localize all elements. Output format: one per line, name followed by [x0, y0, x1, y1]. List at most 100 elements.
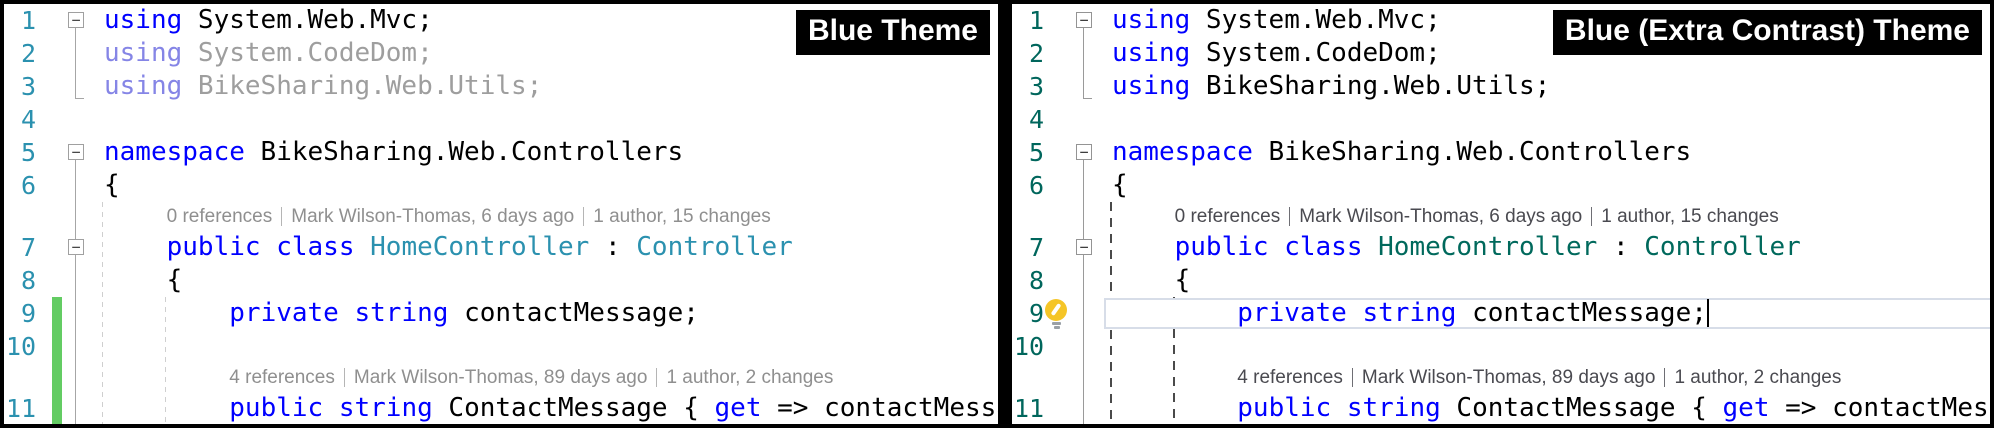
line-number: 8: [20, 266, 36, 295]
code-line[interactable]: namespace BikeSharing.Web.Controllers: [1112, 136, 1691, 169]
codelens-segment[interactable]: 1 author, 15 changes: [593, 205, 771, 227]
line-number: 4: [1028, 105, 1044, 134]
line-number: 9: [20, 299, 36, 328]
line-number: 5: [20, 138, 36, 167]
codelens-segment[interactable]: 1 author, 15 changes: [1601, 205, 1779, 227]
code-line[interactable]: using System.CodeDom;: [1112, 37, 1441, 70]
code-line[interactable]: {: [104, 169, 120, 202]
code-line[interactable]: {: [1175, 264, 1191, 297]
theme-label-extra-contrast: Blue (Extra Contrast) Theme: [1552, 10, 1982, 55]
line-number: 8: [1028, 266, 1044, 295]
code-line[interactable]: using System.Web.Mvc;: [1112, 4, 1441, 37]
codelens-segment[interactable]: 1 author, 2 changes: [1674, 366, 1842, 388]
code-token: BikeSharing.Web.Utils;: [182, 71, 543, 101]
code-line[interactable]: namespace BikeSharing.Web.Controllers: [104, 136, 683, 169]
code-token: System.Web.Mvc;: [1190, 5, 1441, 35]
code-token: System.CodeDom;: [182, 38, 433, 68]
editor-panel-blue-extra-contrast-theme: Blue (Extra Contrast) Theme 1−using Syst…: [1012, 4, 1990, 424]
code-token: => contactMessage: [1785, 393, 1990, 423]
codelens-row: 0 references Mark Wilson-Thomas, 6 days a…: [1175, 202, 1779, 231]
code-token: ContactMessage {: [432, 393, 715, 423]
codelens-divider: [1591, 207, 1593, 226]
code-token: ContactMessage {: [1440, 393, 1723, 423]
code-token: Controller: [636, 232, 793, 262]
line-number: 3: [20, 72, 36, 101]
code-token: BikeSharing.Web.Controllers: [1252, 137, 1692, 167]
fold-toggle-icon[interactable]: −: [68, 144, 84, 160]
codelens-divider: [1664, 368, 1666, 387]
codelens-segment[interactable]: 1 author, 2 changes: [666, 366, 834, 388]
code-line[interactable]: {: [1112, 169, 1128, 202]
indent-guide: [102, 202, 103, 424]
code-token: namespace: [1112, 137, 1253, 167]
line-number: 10: [6, 332, 37, 361]
line-number: 9: [1028, 299, 1044, 328]
line-number: 4: [20, 105, 36, 134]
line-number: 3: [1028, 72, 1044, 101]
code-token: class: [1284, 232, 1363, 262]
code-token: using: [1112, 5, 1191, 35]
codelens-divider: [1289, 207, 1291, 226]
code-token: using: [104, 71, 183, 101]
line-number: 6: [1028, 171, 1044, 200]
code-token: {: [166, 265, 183, 295]
text-cursor: [1707, 299, 1710, 327]
codelens-segment[interactable]: Mark Wilson-Thomas, 6 days ago: [291, 205, 575, 227]
lightbulb-icon[interactable]: [1045, 299, 1071, 331]
line-number: 7: [1028, 233, 1044, 262]
code-token: [339, 298, 355, 328]
code-line[interactable]: using BikeSharing.Web.Utils;: [104, 70, 542, 103]
code-line[interactable]: private string contactMessage;: [1237, 297, 1707, 330]
fold-toggle-icon[interactable]: −: [68, 12, 84, 28]
code-line[interactable]: using BikeSharing.Web.Utils;: [1112, 70, 1550, 103]
codelens-segment[interactable]: 4 references: [229, 366, 335, 388]
code-token: using: [104, 5, 183, 35]
codelens-segment[interactable]: 4 references: [1237, 366, 1343, 388]
code-line[interactable]: public class HomeController : Controller: [167, 231, 793, 264]
code-token: {: [104, 170, 120, 200]
code-token: contactMessage;: [1456, 298, 1707, 328]
codelens-segment[interactable]: Mark Wilson-Thomas, 89 days ago: [353, 366, 648, 388]
indent-guide: [164, 297, 166, 424]
code-token: using: [1112, 38, 1191, 68]
fold-toggle-icon[interactable]: −: [68, 239, 84, 255]
lightbulb-base: [1052, 322, 1061, 325]
code-token: get: [714, 393, 762, 423]
fold-toggle-icon[interactable]: −: [1076, 12, 1092, 28]
code-token: System.Web.Mvc;: [182, 5, 433, 35]
codelens-row: 0 references Mark Wilson-Thomas, 6 days a…: [167, 202, 771, 231]
code-token: private: [229, 298, 339, 328]
outline-scope-line: [1083, 160, 1084, 424]
code-token: {: [1112, 170, 1128, 200]
line-number: 5: [1028, 138, 1044, 167]
code-token: public: [1174, 232, 1269, 262]
code-token: public: [229, 393, 324, 423]
code-line[interactable]: private string contactMessage;: [229, 297, 699, 330]
code-line[interactable]: using System.Web.Mvc;: [104, 4, 433, 37]
code-token: namespace: [104, 137, 245, 167]
codelens-segment[interactable]: 0 references: [166, 205, 273, 227]
line-number: 11: [6, 394, 37, 423]
code-line[interactable]: {: [167, 264, 183, 297]
code-line[interactable]: using System.CodeDom;: [104, 37, 433, 70]
code-line[interactable]: public string ContactMessage { get => co…: [229, 392, 998, 424]
line-number: 1: [20, 6, 36, 35]
code-token: BikeSharing.Web.Utils;: [1190, 71, 1551, 101]
codelens-segment[interactable]: 0 references: [1174, 205, 1281, 227]
code-token: public: [1237, 393, 1332, 423]
codelens-segment[interactable]: Mark Wilson-Thomas, 89 days ago: [1361, 366, 1656, 388]
codelens-divider: [1351, 368, 1353, 387]
code-line[interactable]: public class HomeController : Controller: [1175, 231, 1801, 264]
codelens-divider: [656, 368, 658, 387]
fold-toggle-icon[interactable]: −: [1076, 144, 1092, 160]
fold-toggle-icon[interactable]: −: [1076, 239, 1092, 255]
code-line[interactable]: public string ContactMessage { get => co…: [1237, 392, 1990, 424]
code-token: HomeController: [370, 232, 590, 262]
line-number: 7: [20, 233, 36, 262]
code-token: [1331, 393, 1347, 423]
codelens-segment[interactable]: Mark Wilson-Thomas, 6 days ago: [1299, 205, 1583, 227]
code-token: public: [166, 232, 261, 262]
